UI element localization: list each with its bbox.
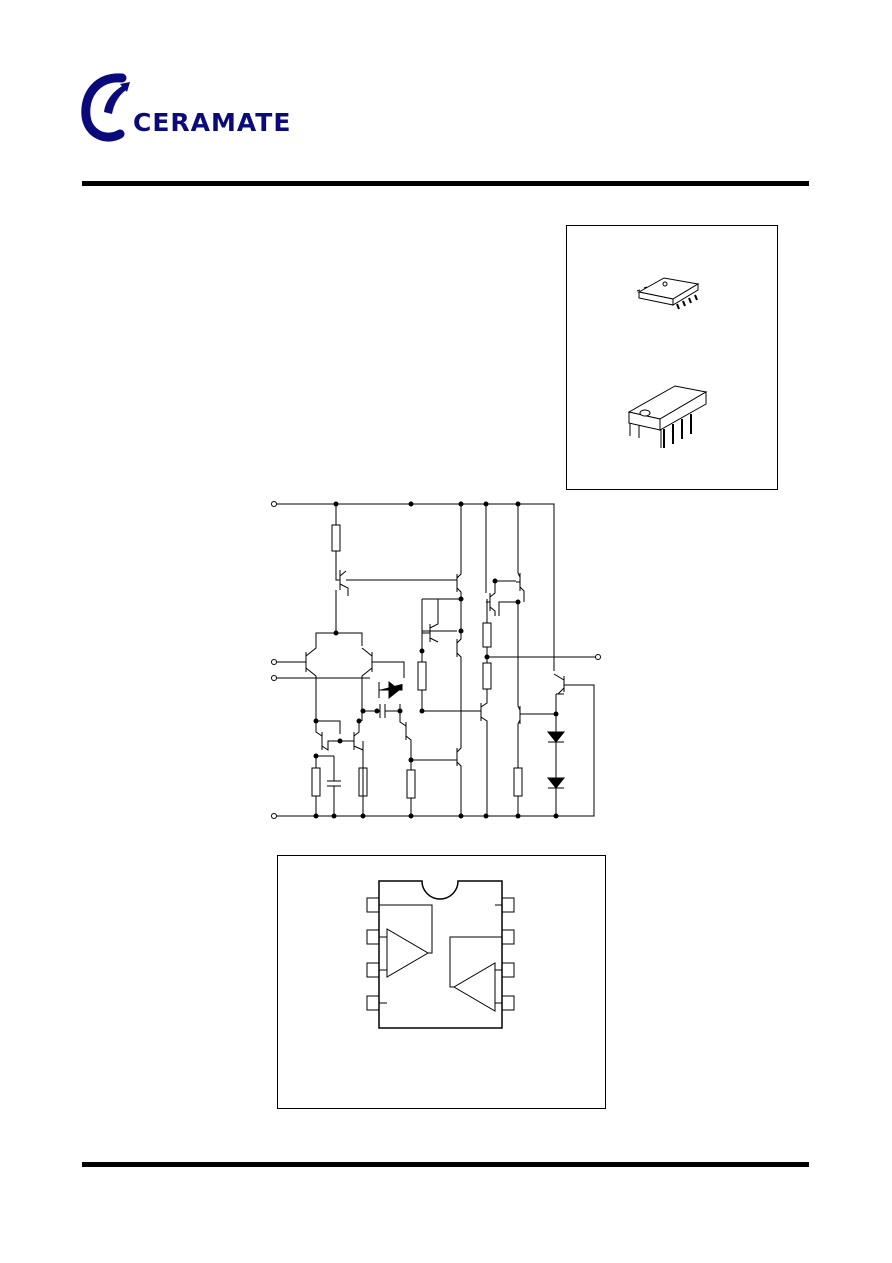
logo-mark-icon [81, 73, 130, 142]
header-rule [82, 181, 809, 186]
logo-wordmark: CERAMATE [133, 108, 292, 137]
left-pins [366, 897, 380, 1011]
op-amp-a-symbol [379, 904, 433, 1004]
circuit-resistors [311, 504, 523, 816]
circuit-capacitors [316, 704, 400, 816]
dip-8-package [627, 385, 708, 448]
connection-diagram-box [277, 855, 606, 1109]
right-pins [501, 897, 515, 1011]
equivalent-circuit-schematic [262, 496, 612, 826]
ic-package-body [378, 880, 503, 1029]
ceramate-logo: CERAMATE [80, 72, 330, 144]
ground-rail [277, 684, 595, 817]
circuit-diodes [378, 680, 566, 816]
op-amp-b-symbol [449, 904, 502, 1012]
circuit-transistors [305, 504, 580, 816]
vcc-rail [277, 503, 555, 671]
package-outline-box [566, 225, 778, 490]
circuit-terminals [271, 501, 601, 819]
footer-rule [82, 1162, 809, 1167]
soic-8-package [636, 277, 700, 310]
